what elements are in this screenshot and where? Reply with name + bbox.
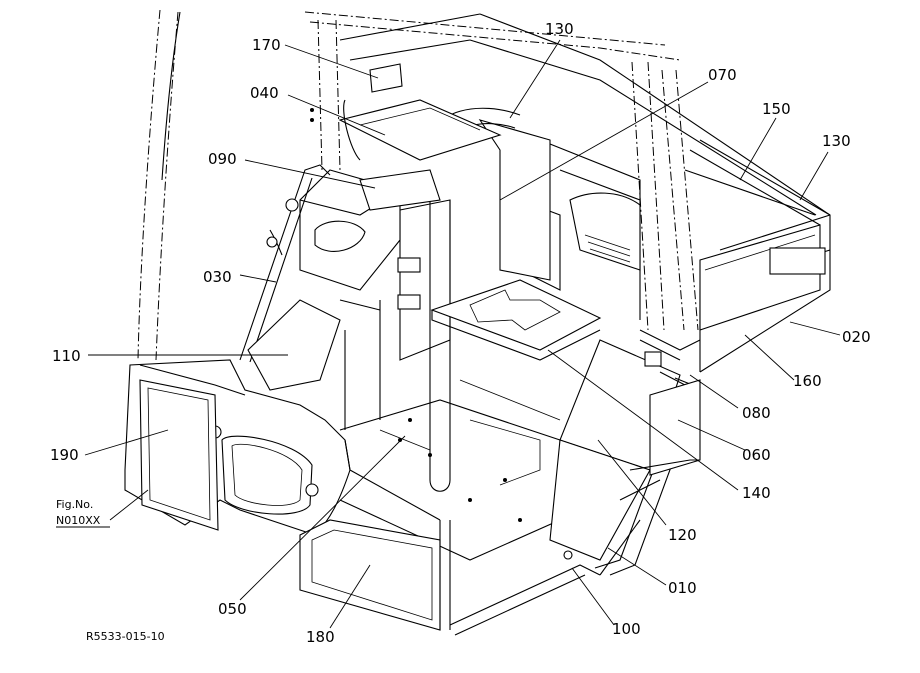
part-label-070: 070 (708, 66, 737, 84)
part-label-030: 030 (203, 268, 232, 286)
leader-090 (244, 159, 376, 189)
part-label-110: 110 (52, 347, 81, 365)
leader-070 (499, 81, 709, 201)
rear-upper-structure (339, 13, 831, 373)
part-label-100: 100 (612, 620, 641, 638)
part-label-140: 140 (742, 484, 771, 502)
leader-150 (739, 117, 777, 181)
part-label-040: 040 (250, 84, 279, 102)
part-label-120: 120 (668, 526, 697, 544)
figure-reference: Fig.No. N010XX (56, 498, 110, 528)
part-label-160: 160 (793, 372, 822, 390)
rear-floor-plate (430, 279, 602, 361)
leader-190 (84, 429, 169, 456)
left-side-panel (239, 164, 381, 391)
leader-120 (597, 439, 667, 526)
part-label-060: 060 (742, 446, 771, 464)
panel-180 (299, 519, 451, 631)
leader-130b (799, 151, 829, 201)
leader-040 (287, 94, 386, 136)
leader-170 (284, 44, 379, 79)
figure-ref-line1: Fig.No. (56, 498, 93, 511)
part-label-130: 130 (545, 20, 574, 38)
leader-180 (329, 564, 371, 629)
leader-100 (571, 567, 615, 626)
part-label-130-right: 130 (822, 132, 851, 150)
part-label-020: 020 (842, 328, 871, 346)
leader-figref (109, 489, 149, 521)
part-label-180: 180 (306, 628, 335, 646)
figure-ref-line2: N010XX (56, 514, 101, 527)
leader-020 (789, 321, 841, 336)
leader-010 (607, 547, 667, 586)
right-front-pillar (449, 339, 701, 636)
right-side-box (619, 329, 701, 501)
part-label-150: 150 (762, 100, 791, 118)
leader-lines (84, 39, 841, 629)
part-label-170: 170 (252, 36, 281, 54)
leader-160 (744, 334, 795, 381)
leader-140 (547, 349, 739, 491)
leader-030 (239, 274, 277, 283)
part-label-090: 090 (208, 150, 237, 168)
part-label-050: 050 (218, 600, 247, 618)
leader-130a (509, 39, 561, 119)
part-label-080: 080 (742, 404, 771, 422)
part-label-010: 010 (668, 579, 697, 597)
leader-080 (689, 374, 739, 409)
drawing-code: R5533-015-10 (86, 630, 165, 643)
leader-060 (677, 419, 746, 451)
upper-shelf (310, 63, 502, 211)
part-labels: 170 130 070 040 150 130 090 030 020 110 … (50, 20, 871, 646)
panel-190 (139, 379, 219, 531)
roof-frame-outline (137, 9, 699, 361)
leader-050 (239, 435, 406, 601)
back-wall-area (519, 139, 641, 320)
part-label-190: 190 (50, 446, 79, 464)
